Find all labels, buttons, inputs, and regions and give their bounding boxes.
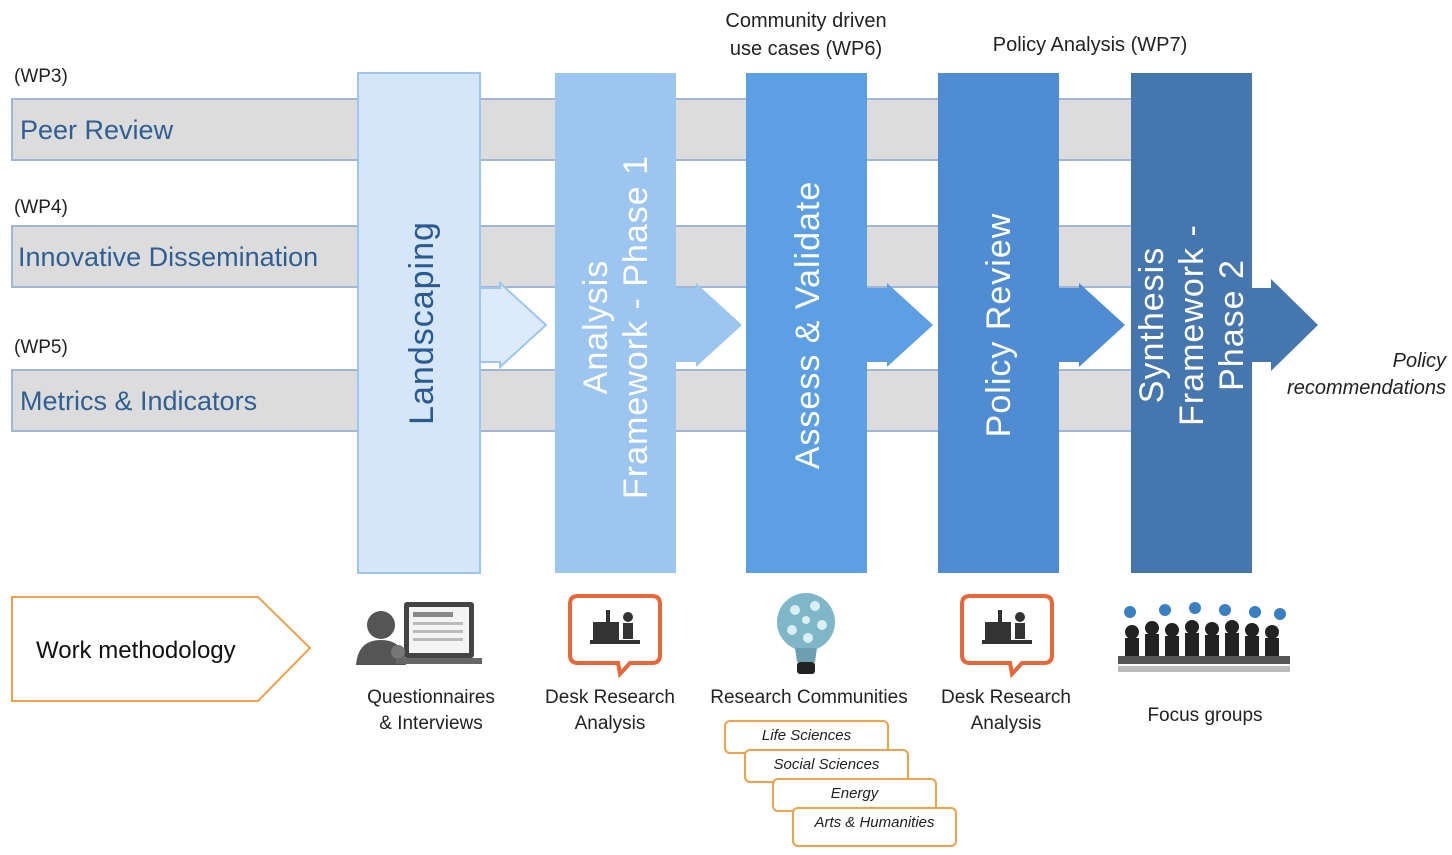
phase-label-landscaping: Landscaping xyxy=(403,221,441,425)
method-label-research-communities: Research Communities xyxy=(710,687,908,708)
method-label-focus-groups: Focus groups xyxy=(1147,705,1263,726)
community-card-arts-humanities: Arts & Humanities xyxy=(792,807,957,847)
phase-label-analysis-framework: Analysis Framework - Phase 1 xyxy=(577,155,655,499)
phase-column-assess xyxy=(746,73,867,573)
focus-group-icon xyxy=(1118,602,1290,672)
phase-columns xyxy=(357,72,1252,574)
method-label-questionnaires: Questionnaires & Interviews xyxy=(367,687,495,734)
arrow-landscaping-to-analysis xyxy=(479,280,548,370)
desk-research-icon xyxy=(568,594,662,679)
arrow-analysis-to-assess xyxy=(676,283,742,367)
phase-column-synthesis xyxy=(1131,73,1252,573)
track-label-innovative-dissemination: Innovative Dissemination xyxy=(18,242,319,272)
arrow-assess-to-policy xyxy=(867,283,933,367)
phase-label-assess-validate: Assess & Validate xyxy=(789,180,827,470)
track-label-peer-review: Peer Review xyxy=(20,115,174,145)
phase-label-synthesis-framework: Synthesis Framework - Phase 2 xyxy=(1133,224,1251,426)
track-tag-wp3: (WP3) xyxy=(14,66,68,87)
column-title-wp6: Community driven use cases (WP6) xyxy=(725,10,887,60)
work-methodology-label: Work methodology xyxy=(36,637,236,664)
questionnaire-icon xyxy=(356,602,482,665)
track-label-metrics-indicators: Metrics & Indicators xyxy=(20,386,258,416)
method-label-desk-research-1: Desk Research Analysis xyxy=(545,687,675,734)
flow-arrows xyxy=(479,279,1318,371)
phase-column-landscaping xyxy=(357,72,481,574)
community-card-social-sciences: Social Sciences xyxy=(744,749,909,783)
column-title-wp7: Policy Analysis (WP7) xyxy=(992,34,1188,56)
work-methodology-arrow xyxy=(11,596,312,702)
phase-column-policy xyxy=(938,73,1059,573)
arrow-synthesis-to-outcome xyxy=(1251,279,1318,371)
outcome-label: Policy recommendations xyxy=(1287,350,1446,399)
desk-research-icon xyxy=(960,594,1054,679)
phase-column-analysis xyxy=(555,73,676,573)
phase-label-policy-review: Policy Review xyxy=(980,212,1018,438)
track-tag-wp5: (WP5) xyxy=(14,337,68,358)
track-tag-wp4: (WP4) xyxy=(14,197,68,218)
method-label-desk-research-2: Desk Research Analysis xyxy=(941,687,1071,734)
arrow-policy-to-synthesis xyxy=(1059,283,1125,367)
lightbulb-network-icon xyxy=(777,593,835,674)
